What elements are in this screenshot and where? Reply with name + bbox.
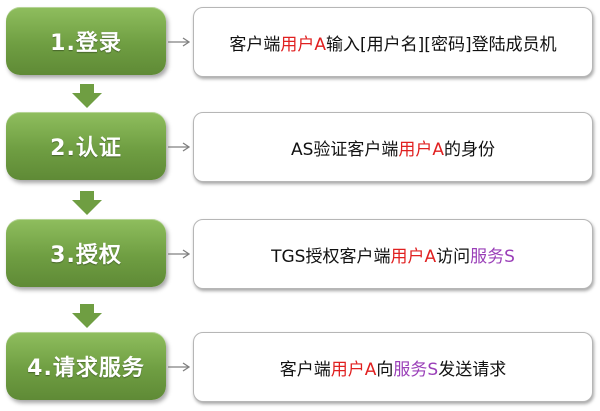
step-3-label: 3.授权 <box>50 243 122 268</box>
arrow-right-icon <box>168 142 191 152</box>
desc-text: 发送请求 <box>438 359 507 380</box>
service-s-highlight: 服务S <box>470 246 515 267</box>
desc-text: AS验证客户端 <box>290 139 399 160</box>
desc-text: 访问 <box>436 246 471 267</box>
user-a-highlight: 用户A <box>280 34 327 55</box>
step-1-description: 客户端 用户A 输入[用户名][密码]登陆成员机 <box>193 7 593 77</box>
desc-text: 客户端 <box>279 359 331 380</box>
arrow-right-icon <box>168 362 191 372</box>
arrow-down-icon <box>72 84 102 108</box>
step-3-description: TGS授权客户端 用户A 访问 服务S <box>193 219 593 289</box>
arrow-down-icon <box>72 191 102 215</box>
step-3-block: 3.授权 <box>6 219 166 287</box>
step-4-description: 客户端 用户A 向 服务S 发送请求 <box>193 332 593 402</box>
step-1-block: 1.登录 <box>6 7 166 75</box>
step-2-description: AS验证客户端 用户A 的身份 <box>193 112 593 182</box>
arrow-right-icon <box>168 249 191 259</box>
user-a-highlight: 用户A <box>398 139 445 160</box>
arrow-right-icon <box>168 37 191 47</box>
desc-text: 输入[用户名][密码]登陆成员机 <box>326 34 557 55</box>
desc-text: 客户端 <box>229 34 281 55</box>
desc-text: 的身份 <box>444 139 496 160</box>
user-a-highlight: 用户A <box>390 246 437 267</box>
step-4-block: 4.请求服务 <box>6 332 166 400</box>
desc-text: TGS授权客户端 <box>271 246 391 267</box>
user-a-highlight: 用户A <box>330 359 377 380</box>
step-1-label: 1.登录 <box>50 31 122 56</box>
desc-text: 向 <box>376 359 394 380</box>
step-2-label: 2.认证 <box>50 136 122 161</box>
arrow-down-icon <box>72 304 102 328</box>
step-2-block: 2.认证 <box>6 112 166 180</box>
step-4-label: 4.请求服务 <box>27 356 145 381</box>
service-s-highlight: 服务S <box>393 359 439 380</box>
